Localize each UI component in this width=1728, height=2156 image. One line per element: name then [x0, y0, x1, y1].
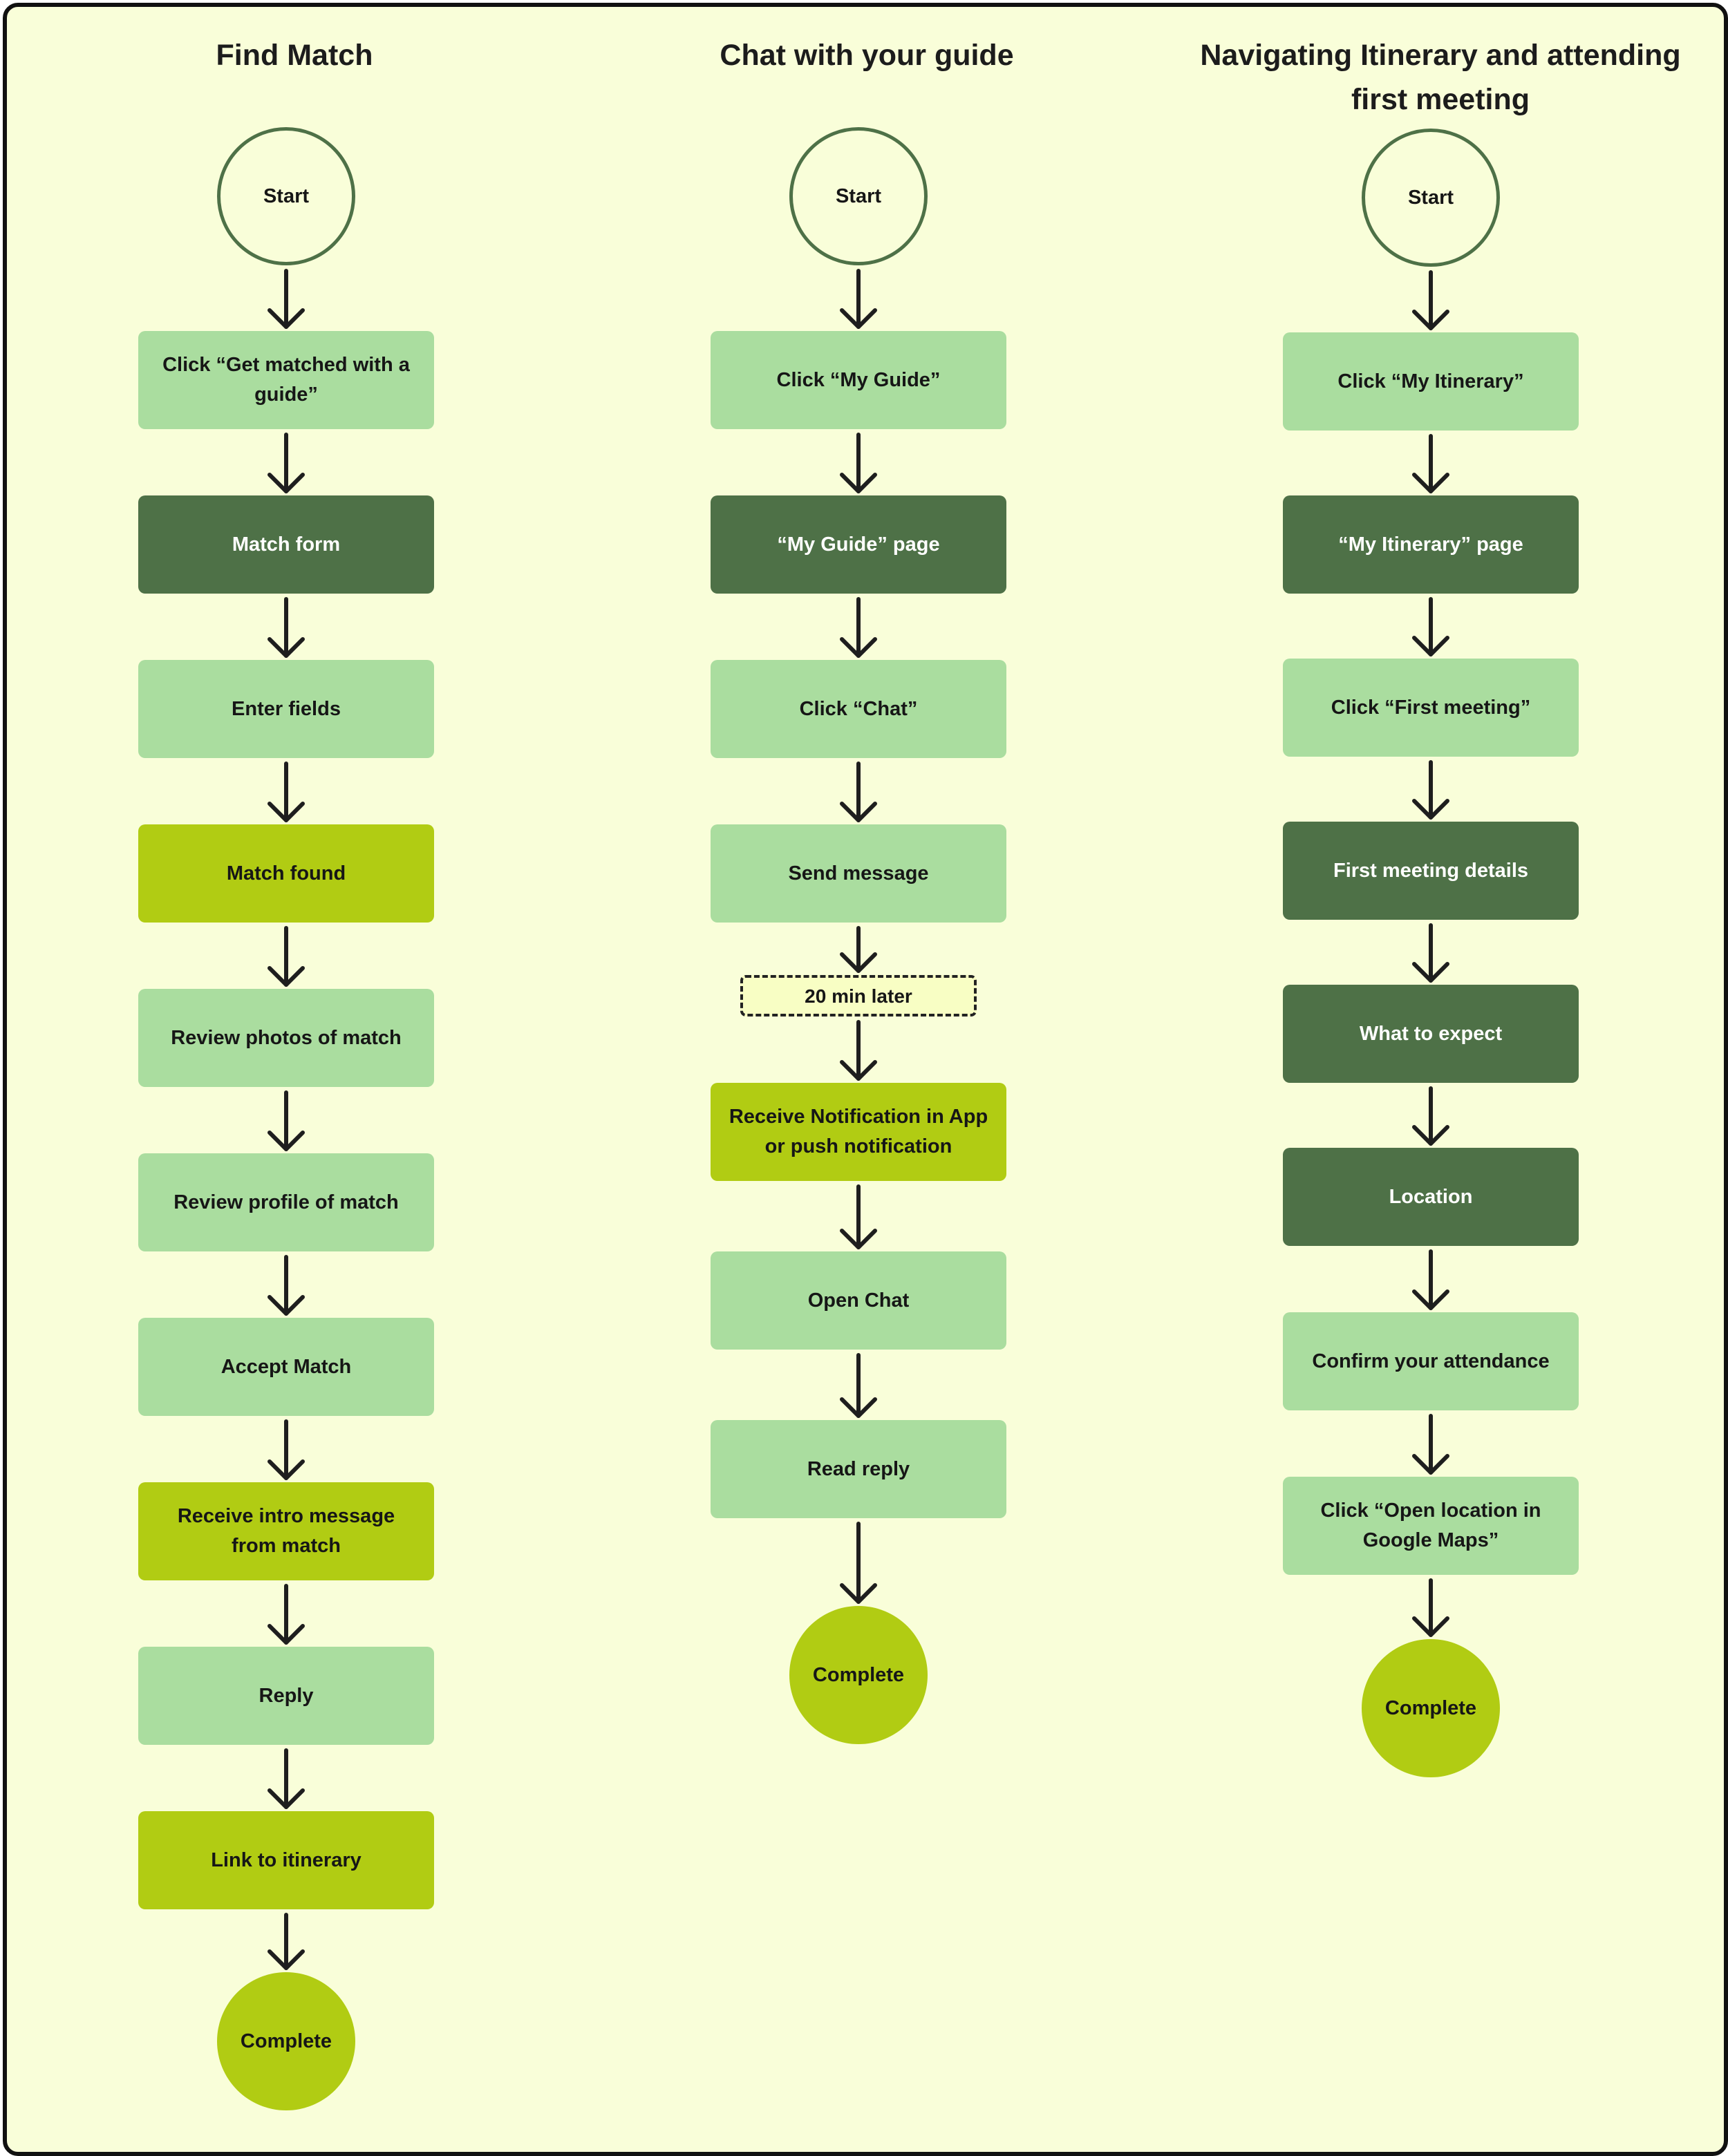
step-my-guide-page: “My Guide” page	[711, 495, 1006, 594]
arrow-0-3	[267, 762, 305, 822]
flow-arrows	[267, 269, 1449, 1970]
step-location: Location	[1283, 1148, 1579, 1246]
arrow-0-10	[267, 1913, 305, 1970]
arrow-1-8	[840, 1522, 877, 1604]
arrow-0-9	[267, 1748, 305, 1809]
arrow-2-3	[1412, 760, 1449, 820]
start-node: Start	[217, 127, 355, 265]
arrow-2-7	[1412, 1414, 1449, 1475]
step-confirm-your-attendance: Confirm your attendance	[1283, 1312, 1579, 1410]
arrow-1-3	[840, 762, 877, 822]
complete-node: Complete	[217, 1972, 355, 2110]
step-click-my-guide: Click “My Guide”	[711, 331, 1006, 429]
column-title-find-match: Find Match	[216, 39, 373, 72]
step-match-found: Match found	[138, 824, 434, 923]
arrow-1-7	[840, 1353, 877, 1418]
arrow-0-8	[267, 1584, 305, 1645]
step-receive-notification-in-app-or-push-notification: Receive Notification in App or push noti…	[711, 1083, 1006, 1181]
arrow-2-6	[1412, 1249, 1449, 1310]
arrow-0-0	[267, 269, 305, 329]
arrow-0-7	[267, 1419, 305, 1480]
step-first-meeting-details: First meeting details	[1283, 822, 1579, 920]
step-read-reply: Read reply	[711, 1420, 1006, 1518]
arrow-1-4	[840, 926, 877, 973]
arrow-2-2	[1412, 597, 1449, 656]
start-node: Start	[1362, 129, 1500, 267]
complete-node: Complete	[1362, 1639, 1500, 1777]
arrow-0-6	[267, 1255, 305, 1316]
step-what-to-expect: What to expect	[1283, 985, 1579, 1083]
step-send-message: Send message	[711, 824, 1006, 923]
flowchart-canvas: Find Match Chat with your guide Navigati…	[3, 3, 1728, 2156]
step-click-open-location-in-google-maps: Click “Open location in Google Maps”	[1283, 1477, 1579, 1575]
column-title-itinerary: Navigating Itinerary and attending first…	[1200, 39, 1681, 116]
step-receive-intro-message-from-match: Receive intro message from match	[138, 1482, 434, 1580]
arrow-2-1	[1412, 434, 1449, 493]
step-link-to-itinerary: Link to itinerary	[138, 1811, 434, 1909]
arrow-1-2	[840, 597, 877, 658]
step-review-photos-of-match: Review photos of match	[138, 989, 434, 1087]
arrow-1-0	[840, 269, 877, 329]
arrow-1-1	[840, 433, 877, 493]
complete-node: Complete	[789, 1606, 928, 1744]
arrow-2-0	[1412, 270, 1449, 330]
arrow-2-8	[1412, 1578, 1449, 1637]
arrow-1-6	[840, 1184, 877, 1249]
arrow-0-1	[267, 433, 305, 493]
step-accept-match: Accept Match	[138, 1318, 434, 1416]
step-click-chat: Click “Chat”	[711, 660, 1006, 758]
step-enter-fields: Enter fields	[138, 660, 434, 758]
arrow-1-5	[840, 1020, 877, 1081]
step-match-form: Match form	[138, 495, 434, 594]
step-click-my-itinerary: Click “My Itinerary”	[1283, 332, 1579, 431]
arrow-0-5	[267, 1090, 305, 1151]
step-reply: Reply	[138, 1647, 434, 1745]
step-click-first-meeting: Click “First meeting”	[1283, 659, 1579, 757]
step-click-get-matched-with-a-guide: Click “Get matched with a guide”	[138, 331, 434, 429]
step-my-itinerary-page: “My Itinerary” page	[1283, 495, 1579, 594]
arrow-0-4	[267, 926, 305, 987]
start-node: Start	[789, 127, 928, 265]
step-open-chat: Open Chat	[711, 1251, 1006, 1350]
arrow-2-4	[1412, 923, 1449, 983]
arrow-2-5	[1412, 1086, 1449, 1146]
step-review-profile-of-match: Review profile of match	[138, 1153, 434, 1251]
column-title-chat-with-guide: Chat with your guide	[720, 39, 1014, 72]
arrow-0-2	[267, 597, 305, 658]
delay-label: 20 min later	[740, 975, 977, 1016]
